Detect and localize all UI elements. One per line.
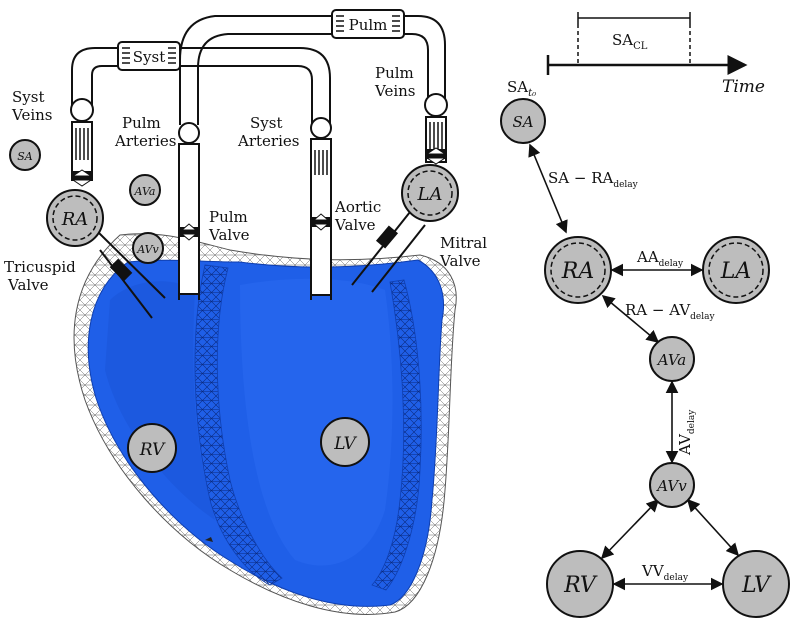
svg-text:AVa: AVa xyxy=(134,185,156,198)
svg-text:LA: LA xyxy=(417,184,443,205)
mitral-valve-label-1: Mitral xyxy=(440,234,487,252)
timeline xyxy=(546,12,748,75)
svg-text:LA: LA xyxy=(720,259,752,284)
heart-node-ra: RA xyxy=(46,189,104,247)
graph-node-rv: RV xyxy=(546,550,614,618)
sa-cl-label: SACL xyxy=(612,31,648,52)
svg-text:RV: RV xyxy=(563,573,598,598)
atrial-connectors xyxy=(97,211,426,319)
heart-node-rv: RV xyxy=(127,423,177,473)
syst-arteries-label-2: Arteries xyxy=(237,132,299,150)
aortic-valve-label-2: Valve xyxy=(334,216,376,234)
edge-label-av: AVdelay xyxy=(676,409,697,456)
pulm-arteries-label-2: Arteries xyxy=(114,132,176,150)
syst-box-label: Syst xyxy=(133,48,165,66)
pulm-box: Pulm xyxy=(331,9,405,39)
pulm-box-label: Pulm xyxy=(349,16,388,34)
graph-node-avv: AVv xyxy=(649,462,695,508)
heart-node-ava: AVa xyxy=(129,174,161,206)
circulation-tubes xyxy=(71,15,446,125)
graph-node-la: LA xyxy=(702,236,770,304)
heart-node-sa: SA xyxy=(9,139,41,171)
svg-text:SA: SA xyxy=(17,150,33,163)
graph-node-ava: AVa xyxy=(649,336,695,382)
mitral-valve-label-2: Valve xyxy=(439,252,481,270)
sa-t0-label: SAt₀ xyxy=(507,78,536,99)
tricuspid-valve-label-1: Tricuspid xyxy=(4,258,76,276)
pulm-veins-label-1: Pulm xyxy=(375,64,414,82)
pulm-valve-label-2: Valve xyxy=(208,226,250,244)
syst-veins-label-2: Veins xyxy=(11,106,53,124)
syst-arteries-label-1: Syst xyxy=(250,114,282,132)
svg-text:SA: SA xyxy=(512,113,533,131)
svg-text:AVv: AVv xyxy=(655,477,687,495)
syst-veins-label-1: Syst xyxy=(12,88,44,106)
graph-edges xyxy=(528,143,740,591)
pulm-veins-label-2: Veins xyxy=(374,82,416,100)
graph-node-ra: RA xyxy=(544,236,612,304)
edge-label-sa-ra: SA − RAdelay xyxy=(548,169,639,190)
svg-text:LV: LV xyxy=(333,434,357,454)
heart-labels: Syst Veins Pulm Veins Pulm Arteries Syst… xyxy=(4,64,487,294)
svg-text:RA: RA xyxy=(561,259,594,284)
heart-node-avv: AVv xyxy=(132,232,164,264)
svg-text:RA: RA xyxy=(61,209,89,230)
syst-box: Syst xyxy=(117,41,181,71)
heart-body xyxy=(87,259,445,607)
heart-node-la: LA xyxy=(401,164,459,222)
graph-node-sa: SA xyxy=(500,98,546,144)
tricuspid-valve-label-2: Valve xyxy=(7,276,49,294)
svg-text:AVa: AVa xyxy=(656,351,686,369)
edge-label-vv: VVdelay xyxy=(641,562,689,583)
edge-label-ra-av: RA − AVdelay xyxy=(625,301,715,322)
time-label: Time xyxy=(722,77,765,97)
svg-text:AVv: AVv xyxy=(136,243,159,256)
pulm-arteries-label-1: Pulm xyxy=(122,114,161,132)
edge-label-aa: AAdelay xyxy=(636,248,684,269)
heart-node-lv: LV xyxy=(320,417,370,467)
svg-text:LV: LV xyxy=(741,573,772,598)
pulm-valve-label-1: Pulm xyxy=(209,208,248,226)
svg-text:RV: RV xyxy=(139,440,166,460)
graph-node-lv: LV xyxy=(722,550,790,618)
aortic-valve-label-1: Aortic xyxy=(334,198,381,216)
valve-markers xyxy=(71,147,447,241)
